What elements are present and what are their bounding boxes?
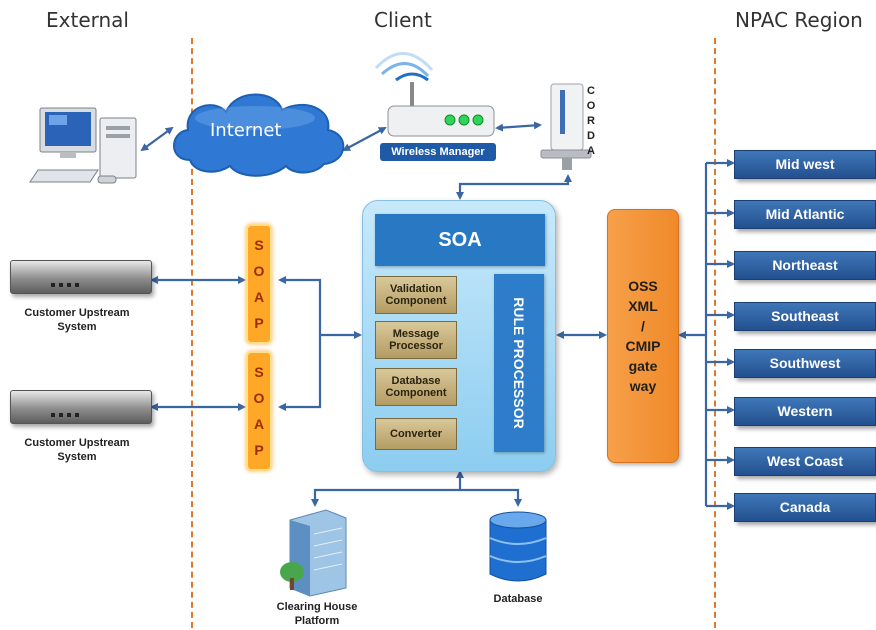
internet-cloud-icon [173, 93, 345, 177]
database-caption: Database [493, 593, 543, 605]
wireless-router-icon [374, 52, 495, 137]
computer-internet-link [140, 126, 174, 152]
soap-letter: O [253, 390, 265, 406]
region-southwest: Southwest [734, 349, 876, 378]
internet-label: Internet [210, 120, 282, 141]
caption-line: Clearing House [276, 601, 358, 613]
caption-line: Platform [294, 615, 340, 627]
gateway-line: OSS [628, 278, 658, 294]
region-west-coast: West Coast [734, 447, 876, 476]
client-column-title: Client [374, 8, 432, 32]
message-processor-box: Message Processor [375, 321, 457, 359]
region-mid-atlantic: Mid Atlantic [734, 200, 876, 229]
soap-block-2: S O A P [246, 351, 272, 471]
npac-column-title: NPAC Region [735, 8, 863, 32]
clearing-house-building-icon [280, 509, 347, 597]
database-cylinder-icon [489, 511, 547, 582]
soap-letter: S [254, 364, 264, 380]
soap-bracket-link [278, 276, 322, 411]
validation-component-box: Validation Component [375, 276, 457, 314]
component-line: Component [385, 295, 447, 307]
component-line: Component [385, 387, 447, 399]
rule-processor-label: RULE PROCESSOR [511, 297, 527, 429]
caption-line: System [57, 451, 97, 463]
corda-letter: O [586, 100, 596, 112]
gateway-line: way [629, 378, 657, 394]
caption-line: Customer Upstream [24, 307, 130, 319]
corda-letter: C [587, 85, 595, 97]
region-western: Western [734, 397, 876, 426]
external-client-divider [191, 38, 193, 628]
wireless-manager-label: Wireless Manager [380, 143, 496, 161]
gateway-line: / [641, 318, 645, 334]
corda-soa-link [456, 174, 572, 200]
soap-letter: P [254, 442, 264, 458]
region-canada: Canada [734, 493, 876, 522]
caption-line: System [57, 321, 97, 333]
soap-letter: P [254, 315, 264, 331]
component-line: Message [392, 328, 440, 340]
corda-letter: D [587, 130, 595, 142]
soap-letter: A [253, 416, 265, 432]
converter-box: Converter [375, 418, 457, 450]
soap-letter: O [253, 263, 265, 279]
client-npac-divider [714, 38, 716, 628]
caption-line: Customer Upstream [24, 437, 130, 449]
wireless-corda-link [495, 121, 542, 132]
customer-upstream-caption-2: Customer Upstream System [4, 436, 150, 464]
corda-letter: A [587, 145, 595, 157]
soap-letter: S [254, 237, 264, 253]
desktop-computer-icon [29, 107, 137, 184]
gateway-line: gate [628, 358, 658, 374]
component-line: Converter [390, 428, 442, 440]
customer-upstream-caption-1: Customer Upstream System [4, 306, 150, 334]
region-southeast: Southeast [734, 302, 876, 331]
gateway-line: CMIP [625, 338, 661, 354]
database-component-box: Database Component [375, 368, 457, 406]
region-mid-west: Mid west [734, 150, 876, 179]
soap-letter: A [253, 289, 265, 305]
component-line: Processor [389, 340, 443, 352]
internet-wireless-link [342, 127, 387, 151]
clearing-house-caption: Clearing House Platform [262, 600, 372, 628]
oss-gateway-box: OSS XML / CMIP gate way [607, 209, 679, 463]
component-line: Database [391, 375, 441, 387]
rule-processor-box: RULE PROCESSOR [494, 274, 544, 452]
corda-server-icon [540, 83, 592, 170]
corda-letter: R [587, 115, 595, 127]
gateway-line: XML [628, 298, 658, 314]
component-line: Validation [390, 283, 442, 295]
customer-upstream-server-2 [10, 390, 152, 424]
soa-title: SOA [375, 214, 545, 266]
soap-block-1: S O A P [246, 224, 272, 344]
soa-storage-link [311, 488, 522, 507]
region-northeast: Northeast [734, 251, 876, 280]
external-column-title: External [46, 8, 129, 32]
corda-label: C O R D A [585, 84, 597, 159]
customer-upstream-server-1 [10, 260, 152, 294]
